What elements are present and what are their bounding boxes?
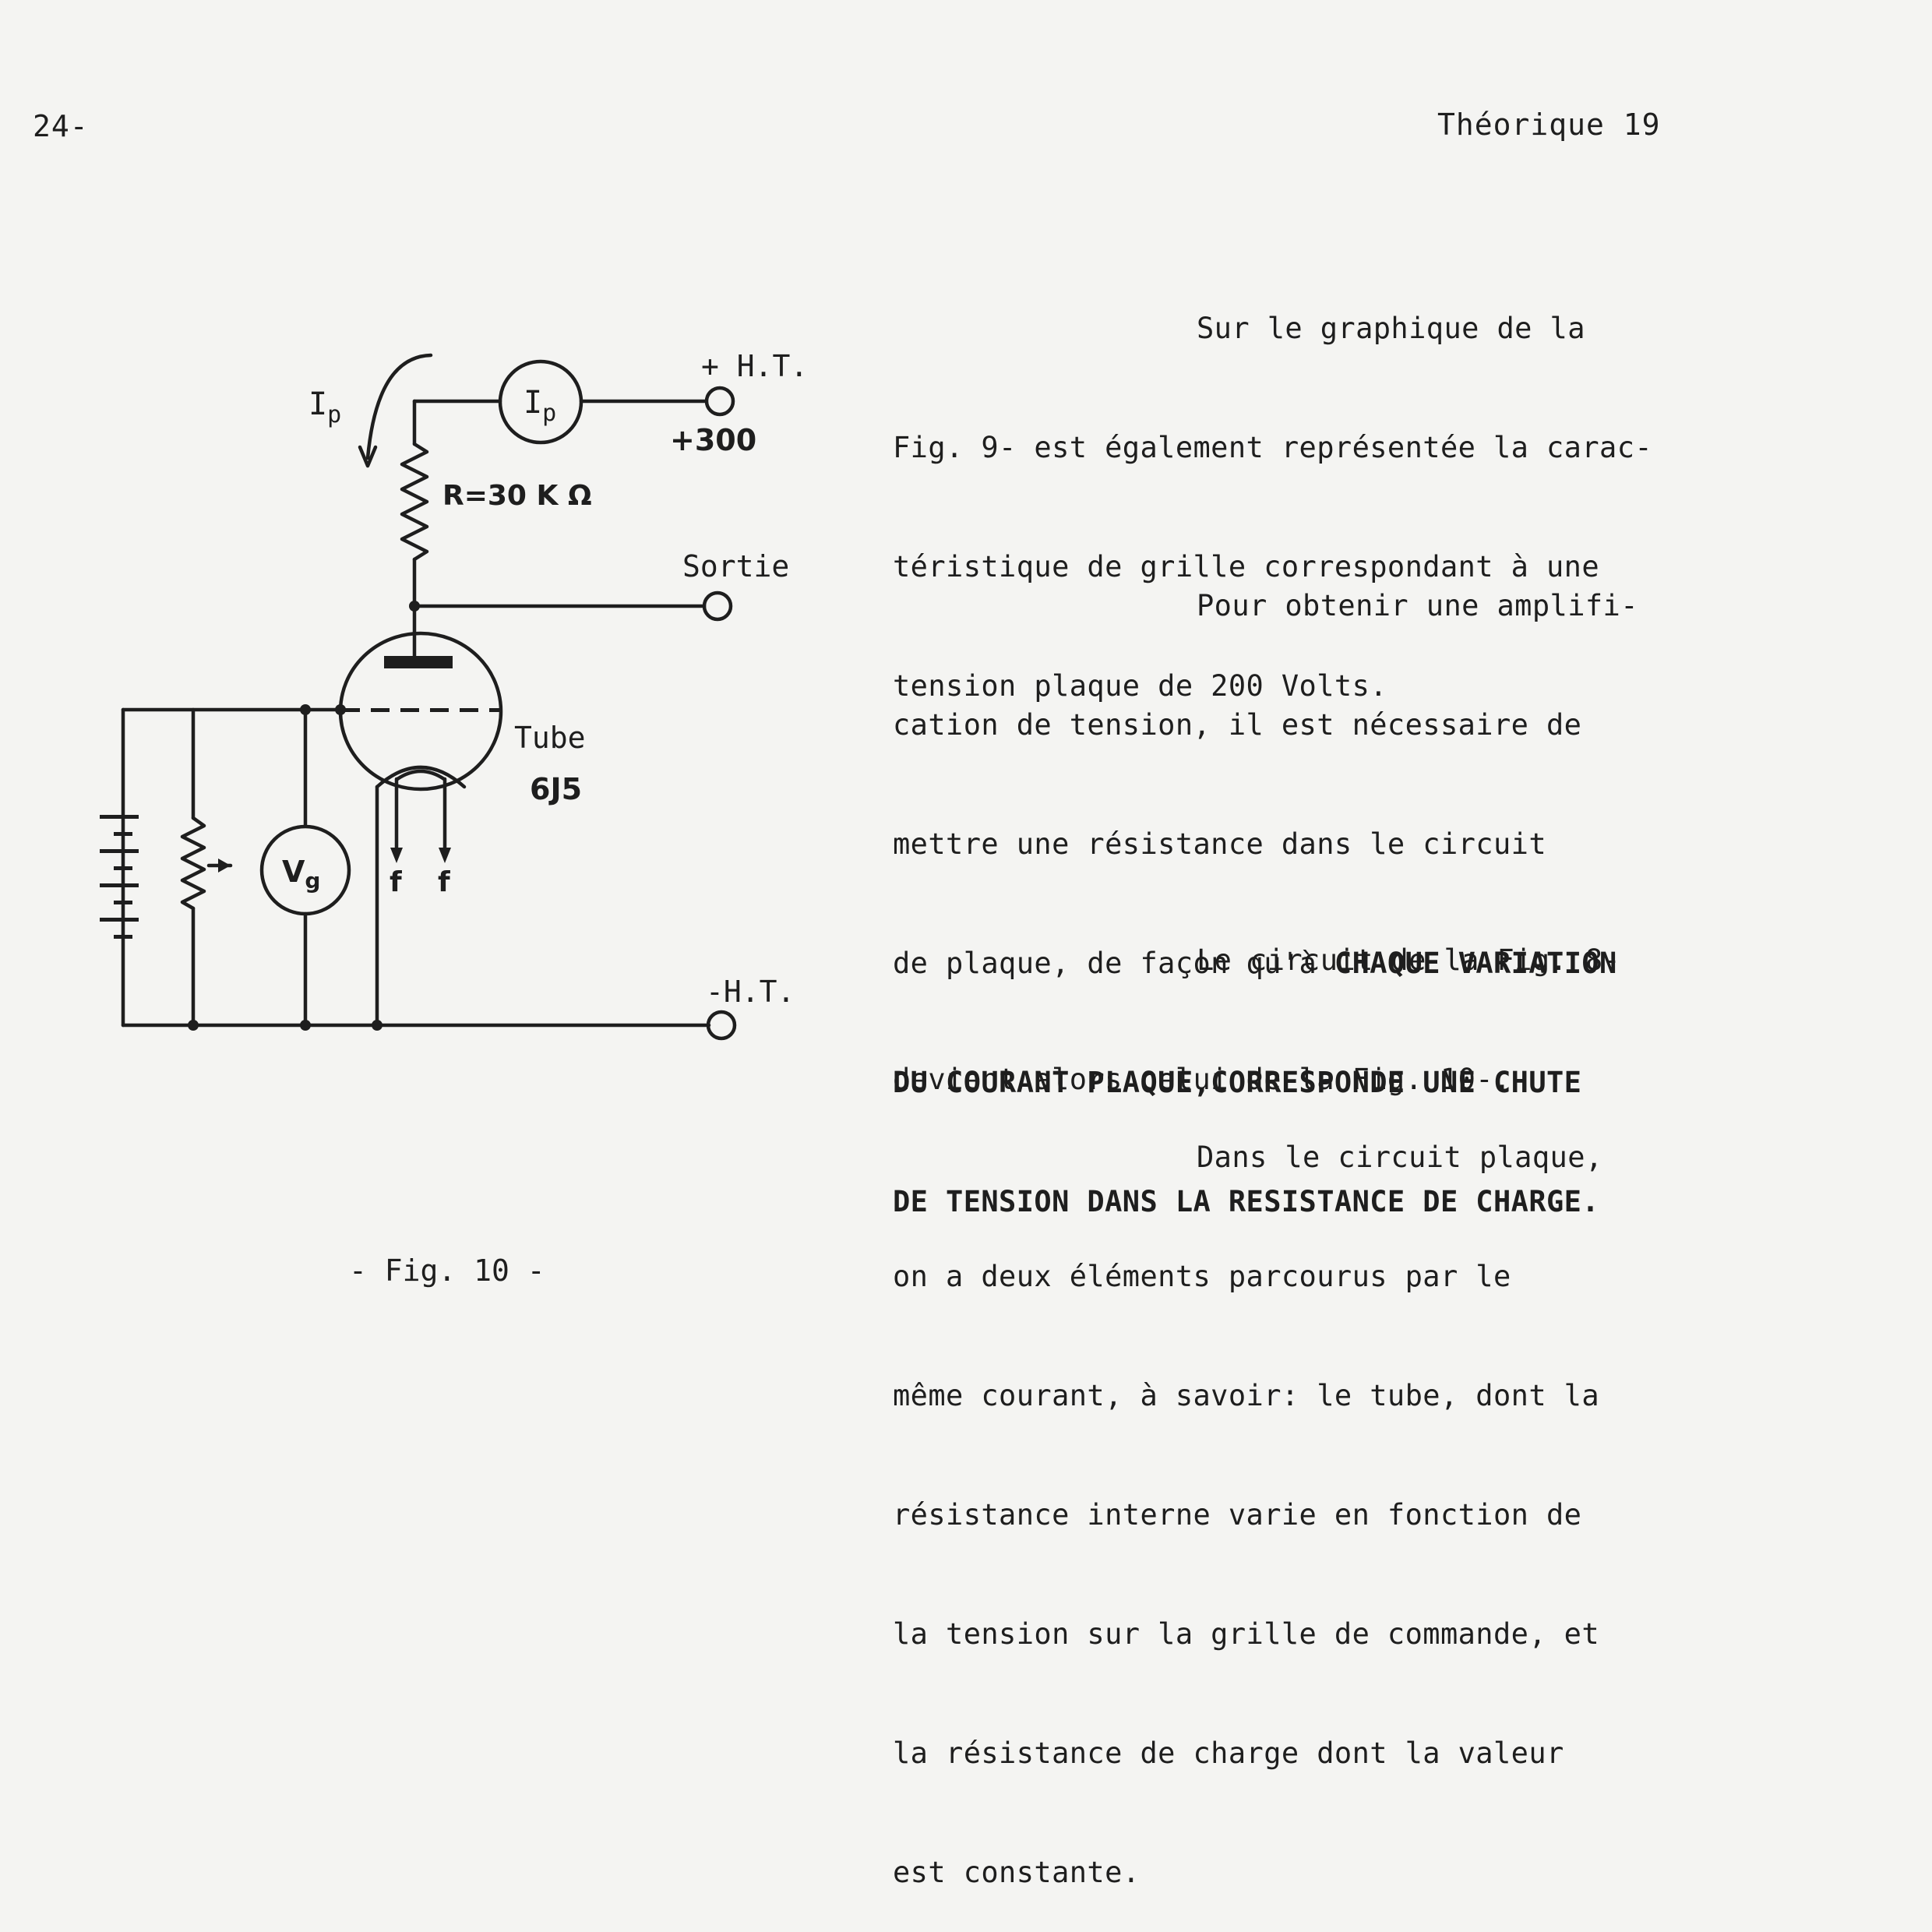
label-tube-type: 6J5 <box>530 772 582 806</box>
page-number: 24- <box>33 109 89 143</box>
cathode-symbol <box>375 765 467 789</box>
text-line: Pour obtenir une amplifi- <box>1197 589 1638 622</box>
paragraph-3: Le circuit de la Fig. 8- devient alors c… <box>893 861 1773 1139</box>
text-line: devient alors celui de la Fig. 10-. <box>893 1063 1511 1096</box>
emphasis-text: CHAQUE VARIATION <box>1334 947 1617 980</box>
label-sortie: Sortie <box>682 549 789 583</box>
current-direction-arrow <box>365 353 433 460</box>
text-line: la tension sur la grille de commande, et <box>893 1617 1600 1651</box>
figure-caption: - Fig. 10 - <box>349 1253 545 1288</box>
load-resistor-symbol <box>400 442 429 562</box>
text-line: mettre une résistance dans le circuit <box>893 827 1547 861</box>
label-tube: Tube <box>514 721 586 755</box>
battery-symbol <box>100 815 139 939</box>
text-line: Fig. 9- est également représentée la car… <box>893 431 1653 464</box>
text-line: est constante. <box>893 1856 1141 1889</box>
emphasis-text: DE TENSION DANS LA RESISTANCE DE CHARGE. <box>893 1185 1600 1218</box>
circuit-diagram-fig-10: Ip Ip + H.T. +300 R=30 K Ω Sortie Tube 6… <box>100 349 808 1288</box>
text-line: Dans le circuit plaque, <box>1197 1141 1603 1174</box>
label-plus-300: +300 <box>670 423 756 457</box>
text-line: Sur le graphique de la <box>1197 312 1585 345</box>
text-line: même courant, à savoir: le tube, dont la <box>893 1379 1600 1412</box>
terminal-ht-plus <box>704 386 735 417</box>
paragraph-4: Dans le circuit plaque, on a deux élémen… <box>893 1058 1773 1932</box>
text-line: résistance interne varie en fonction de <box>893 1498 1582 1532</box>
running-head: Théorique 19 <box>1437 108 1661 142</box>
text-line: de plaque, de façon qu'à CHAQUE VARIATIO… <box>893 943 1773 983</box>
text-line: téristique de grille correspondant à une <box>893 550 1600 583</box>
control-grid <box>341 708 502 712</box>
text-line: cation de tension, il est nécessaire de <box>893 708 1582 742</box>
text-line: tension plaque de 200 Volts. <box>893 669 1387 703</box>
label-ht-minus: -H.T. <box>706 975 795 1009</box>
label-filament-1: f <box>390 866 402 898</box>
label-resistor-value: R=30 K Ω <box>442 480 592 512</box>
label-meter-vg: Vg <box>282 855 320 894</box>
text-segment: de plaque, de façon qu'à <box>893 947 1334 980</box>
text-line: la résistance de charge dont la valeur <box>893 1736 1564 1770</box>
text-line: on a deux éléments parcourus par le <box>893 1260 1511 1293</box>
plate-electrode <box>384 656 453 668</box>
emphasis-text: DU COURANT PLAQUE,CORRESPONDE UNE CHUTE <box>893 1066 1582 1099</box>
potentiometer-symbol <box>180 816 206 911</box>
paragraph-1: Sur le graphique de la Fig. 9- est égale… <box>893 229 1773 746</box>
text-line: Le circuit de la Fig. 8- <box>1197 943 1621 977</box>
terminal-ht-minus <box>706 1010 737 1041</box>
terminal-sortie <box>702 591 733 622</box>
label-filament-2: f <box>438 866 450 898</box>
label-ip-current: Ip <box>308 386 341 428</box>
label-meter-ip: Ip <box>524 385 556 427</box>
label-ht-plus: + H.T. <box>701 349 808 383</box>
paragraph-2: Pour obtenir une amplifi- cation de tens… <box>893 506 1773 1261</box>
